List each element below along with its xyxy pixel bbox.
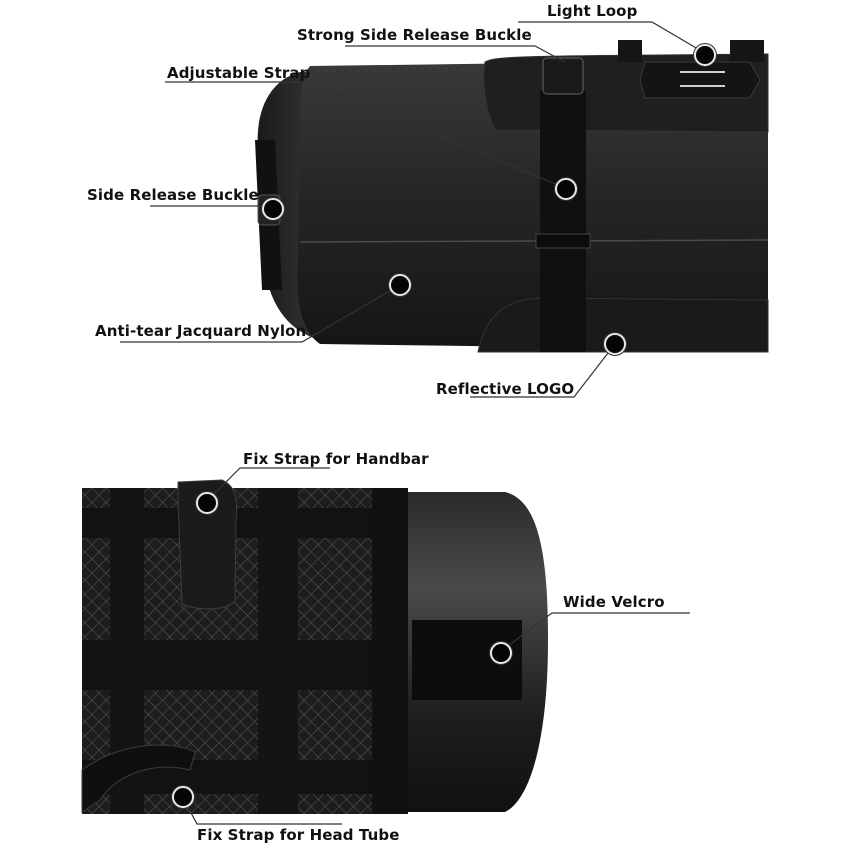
label-anti-tear-jacquard-nylon: Anti-tear Jacquard Nylon	[95, 322, 307, 340]
head-tube-strap-marker	[172, 786, 194, 808]
label-fix-strap-handbar: Fix Strap for Handbar	[243, 450, 429, 468]
side-buckle-marker	[262, 198, 284, 220]
label-reflective-logo: Reflective LOGO	[436, 380, 575, 398]
label-strong-side-release-buckle: Strong Side Release Buckle	[297, 26, 532, 44]
jacquard-nylon-marker	[389, 274, 411, 296]
handbar-strap-marker	[196, 492, 218, 514]
reflective-logo-marker	[604, 333, 626, 355]
adjustable-strap-marker	[555, 178, 577, 200]
label-fix-strap-head-tube: Fix Strap for Head Tube	[197, 826, 400, 844]
light-loop-marker	[694, 44, 716, 66]
label-wide-velcro: Wide Velcro	[563, 593, 665, 611]
label-adjustable-strap: Adjustable Strap	[167, 64, 311, 82]
label-side-release-buckle: Side Release Buckle	[87, 186, 259, 204]
wide-velcro-marker	[490, 642, 512, 664]
label-light-loop: Light Loop	[547, 2, 638, 20]
